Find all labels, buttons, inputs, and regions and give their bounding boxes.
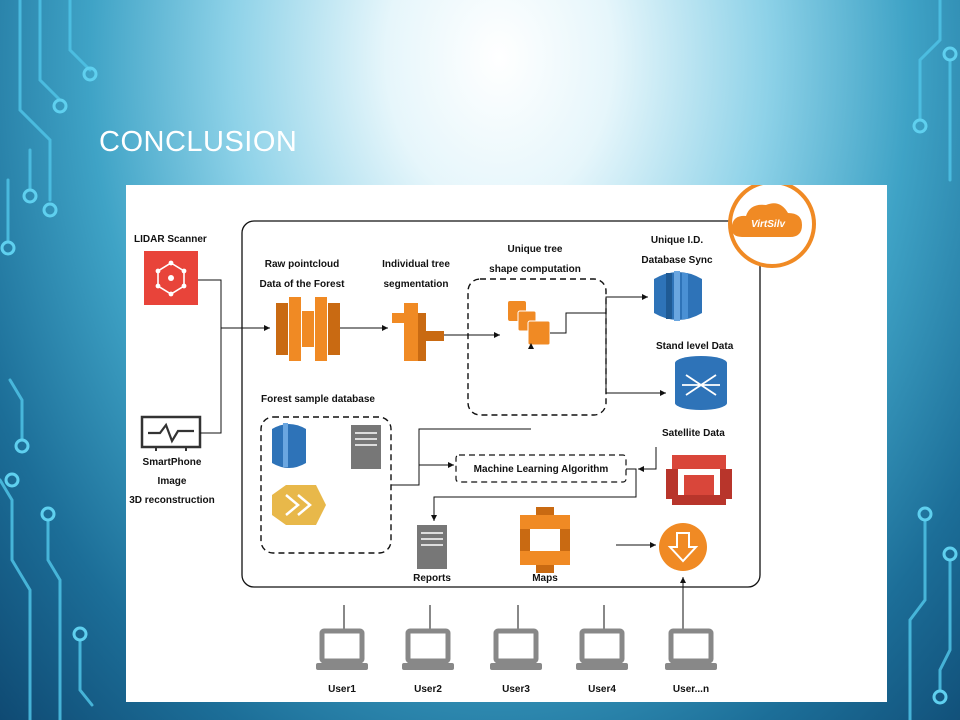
stand-level-label: Stand level Data (656, 341, 734, 352)
diagram-graphics: VirtSilv (140, 185, 816, 670)
maps-label: Maps (532, 573, 558, 584)
user3-label: User3 (502, 684, 530, 695)
smartphone-label: SmartPhone Image 3D reconstruction (126, 453, 218, 510)
virtsilv-logo: VirtSilv (728, 185, 816, 268)
ml-algorithm-label: Machine Learning Algorithm (473, 464, 609, 475)
unique-id-label-line1: Unique I.D. (650, 235, 704, 246)
user2-laptop-icon (402, 628, 454, 670)
satellite-data-icon (666, 455, 732, 505)
raw-pointcloud-icon (276, 297, 340, 361)
smartphone-image-icon (140, 415, 202, 451)
stand-level-data-icon (675, 356, 727, 410)
user4-laptop-icon (576, 628, 628, 670)
shape-computation-label-line2: shape computation (489, 264, 581, 275)
raw-pointcloud-label: Raw pointcloud Data of the Forest (250, 255, 354, 295)
shape-computation-box (467, 278, 607, 416)
download-icon (659, 523, 707, 571)
user1-laptop-icon (316, 628, 368, 670)
shape-computation-label: Unique tree shape computation (480, 240, 590, 280)
usern-laptop-icon (665, 628, 717, 670)
segmentation-label-line2: segmentation (383, 279, 449, 290)
unique-id-database-icon (654, 271, 702, 321)
slide-title: CONCLUSION (99, 126, 298, 158)
forest-sample-db-icon (272, 423, 381, 525)
smartphone-label-line1: SmartPhone (142, 457, 202, 468)
smartphone-label-line2: Image (157, 476, 187, 487)
segmentation-label: Individual tree segmentation (374, 255, 458, 295)
user3-laptop-icon (490, 628, 542, 670)
usern-label: User...n (672, 684, 710, 695)
unique-id-label: Unique I.D. Database Sync (632, 231, 722, 271)
segmentation-label-line1: Individual tree (382, 259, 450, 270)
lidar-label: LIDAR Scanner (134, 234, 207, 245)
architecture-diagram: VirtSilv (126, 185, 887, 702)
svg-text:VirtSilv: VirtSilv (751, 219, 787, 230)
segmentation-icon (392, 303, 444, 361)
ml-algorithm-box (455, 454, 627, 483)
unique-id-label-line2: Database Sync (641, 255, 713, 266)
lidar-scanner-icon (144, 251, 198, 305)
forest-sample-label: Forest sample database (261, 394, 375, 405)
reports-icon (417, 525, 447, 569)
user4-label: User4 (588, 684, 616, 695)
system-boundary (241, 220, 761, 588)
maps-icon (520, 507, 570, 573)
raw-pointcloud-label-line2: Data of the Forest (259, 279, 345, 290)
user2-label: User2 (414, 684, 442, 695)
smartphone-label-line3: 3D reconstruction (129, 495, 215, 506)
user1-label: User1 (328, 684, 356, 695)
shape-computation-icon (508, 301, 551, 349)
reports-label: Reports (413, 573, 451, 584)
raw-pointcloud-label-line1: Raw pointcloud (264, 259, 340, 270)
satellite-label: Satellite Data (662, 428, 725, 439)
shape-computation-label-line1: Unique tree (507, 244, 563, 255)
